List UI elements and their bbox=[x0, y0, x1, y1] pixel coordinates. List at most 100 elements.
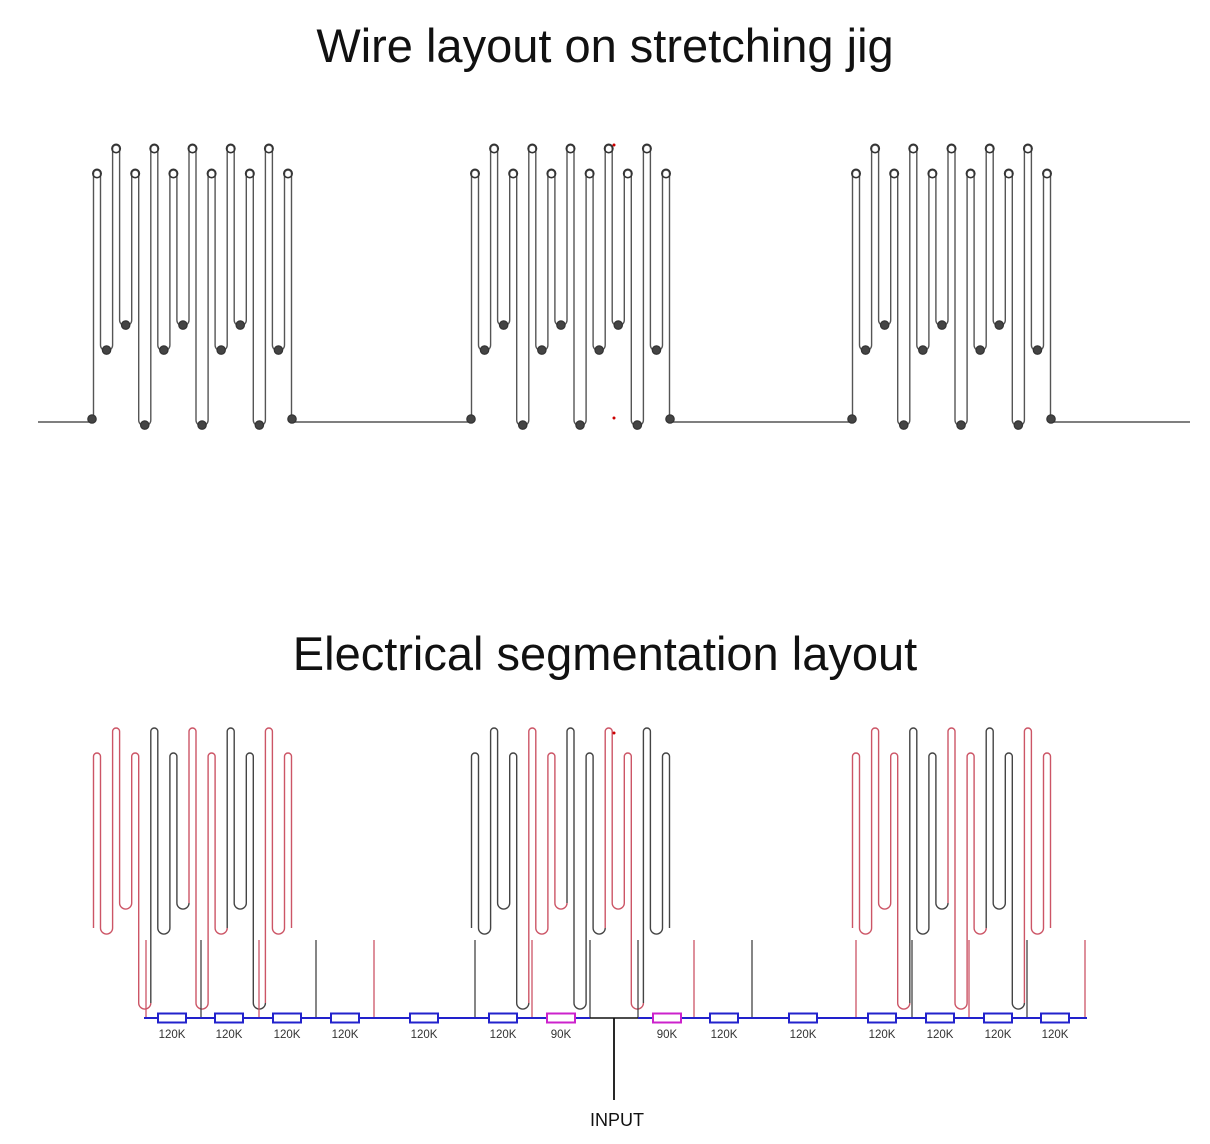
jig-post bbox=[254, 420, 265, 430]
jig-post bbox=[965, 168, 976, 179]
jig-post bbox=[244, 168, 255, 179]
jig-post bbox=[860, 345, 871, 355]
jig-post bbox=[613, 320, 624, 330]
jig-post bbox=[87, 414, 97, 424]
resistor bbox=[788, 1012, 818, 1024]
jig-post bbox=[565, 143, 576, 154]
jig-post bbox=[282, 168, 293, 179]
segment-group-2-column-4 bbox=[528, 727, 537, 1003]
segment-group-2-column-2 bbox=[489, 727, 499, 928]
segmentation-layout-title: Electrical segmentation layout bbox=[292, 627, 918, 680]
segment-group-3-bottom-turn bbox=[858, 927, 873, 935]
segment-group-3-bottom-turn bbox=[1030, 927, 1045, 935]
marker-dot bbox=[612, 143, 616, 147]
resistor-label: 120K bbox=[274, 1029, 301, 1041]
jig-post bbox=[235, 320, 246, 330]
jig-post bbox=[206, 168, 217, 179]
segment-group-3-bottom-turn bbox=[916, 927, 930, 935]
wire-layout-diagram bbox=[38, 143, 1190, 430]
jig-post bbox=[130, 168, 141, 179]
segment-group-1-column-5 bbox=[169, 752, 178, 928]
jig-post bbox=[632, 420, 643, 430]
segment-group-3-bottom-turn bbox=[992, 902, 1006, 910]
jig-post bbox=[918, 345, 928, 355]
segment-group-3-column-4 bbox=[909, 727, 918, 1003]
jig-post bbox=[546, 168, 557, 179]
resistor bbox=[925, 1012, 955, 1024]
resistor-label: 120K bbox=[985, 1029, 1012, 1041]
jig-post bbox=[889, 168, 900, 179]
segment-group-2-column-6 bbox=[566, 727, 575, 1003]
segment-group-1-column-8 bbox=[226, 727, 235, 928]
segment-group-1-column-9 bbox=[245, 752, 254, 1003]
segment-group-3-column-2 bbox=[870, 727, 880, 928]
jig-post bbox=[469, 168, 480, 179]
jig-post bbox=[651, 345, 662, 355]
segment-group-1-bottom-turn bbox=[138, 1002, 152, 1010]
jig-post bbox=[641, 143, 652, 154]
segment-group-2-column-11 bbox=[661, 752, 671, 928]
segment-group-2-column-10 bbox=[642, 727, 652, 1003]
segment-group-1-bottom-turn bbox=[99, 927, 114, 935]
jig-post bbox=[584, 168, 595, 179]
jig-post bbox=[263, 143, 274, 154]
jig-post bbox=[527, 143, 538, 154]
segment-group-1-column-4 bbox=[150, 727, 159, 1003]
segment-group-1-bottom-turn bbox=[233, 902, 247, 910]
segment-group-3-column-6 bbox=[947, 727, 956, 1003]
jig-post bbox=[111, 143, 122, 154]
segment-group-3-bottom-turn bbox=[935, 902, 949, 910]
segment-group-1-column-11 bbox=[283, 752, 293, 928]
jig-post bbox=[273, 345, 284, 355]
jig-post bbox=[937, 320, 947, 330]
segment-group-2-bottom-turn bbox=[535, 927, 549, 935]
resistor bbox=[867, 1012, 897, 1024]
segment-group-3-bottom-turn bbox=[954, 1002, 968, 1010]
jig-post bbox=[216, 345, 226, 355]
segment-group-3-column-1 bbox=[851, 752, 861, 928]
jig-post bbox=[975, 345, 985, 355]
segment-group-1-column-6 bbox=[188, 727, 197, 1003]
resistor-label: 120K bbox=[1042, 1029, 1069, 1041]
resistor bbox=[652, 1012, 682, 1024]
segment-group-1-bottom-turn bbox=[214, 927, 228, 935]
resistor-label: 120K bbox=[790, 1029, 817, 1041]
resistor-label: 120K bbox=[490, 1029, 517, 1041]
jig-post bbox=[479, 345, 490, 355]
resistor-label: 90K bbox=[657, 1029, 678, 1041]
jig-post bbox=[489, 143, 500, 154]
jig-post bbox=[603, 143, 614, 154]
jig-post bbox=[660, 168, 671, 179]
marker-dot bbox=[612, 731, 616, 735]
jig-post bbox=[594, 345, 604, 355]
jig-post bbox=[994, 320, 1005, 330]
segment-group-2-bottom-turn bbox=[477, 927, 492, 935]
jig-post bbox=[508, 168, 519, 179]
jig-post bbox=[197, 420, 207, 430]
segment-group-2-bottom-turn bbox=[496, 902, 511, 910]
segment-group-1-column-1 bbox=[92, 752, 102, 928]
segment-group-2-column-1 bbox=[470, 752, 480, 928]
jig-post bbox=[178, 320, 188, 330]
jig-post bbox=[879, 320, 890, 330]
segment-group-3-column-3 bbox=[890, 752, 899, 1003]
resistor bbox=[983, 1012, 1013, 1024]
segment-group-1-column-2 bbox=[111, 727, 121, 928]
segment-group-3-column-9 bbox=[1004, 752, 1013, 1003]
jig-post bbox=[149, 143, 160, 154]
resistor-label: 120K bbox=[869, 1029, 896, 1041]
jig-post bbox=[908, 143, 919, 154]
segment-group-2-bottom-turn bbox=[554, 902, 568, 910]
resistor-label: 120K bbox=[711, 1029, 738, 1041]
jig-post bbox=[287, 414, 297, 424]
jig-post bbox=[120, 320, 131, 330]
segment-group-1-bottom-turn bbox=[195, 1002, 209, 1010]
segment-group-3-column-7 bbox=[966, 752, 975, 1003]
jig-post bbox=[1013, 420, 1024, 430]
segment-group-2-column-9 bbox=[623, 752, 632, 1003]
resistor bbox=[409, 1012, 439, 1024]
jig-post bbox=[168, 168, 179, 179]
resistor-label: 120K bbox=[411, 1029, 438, 1041]
jig-post bbox=[159, 345, 169, 355]
